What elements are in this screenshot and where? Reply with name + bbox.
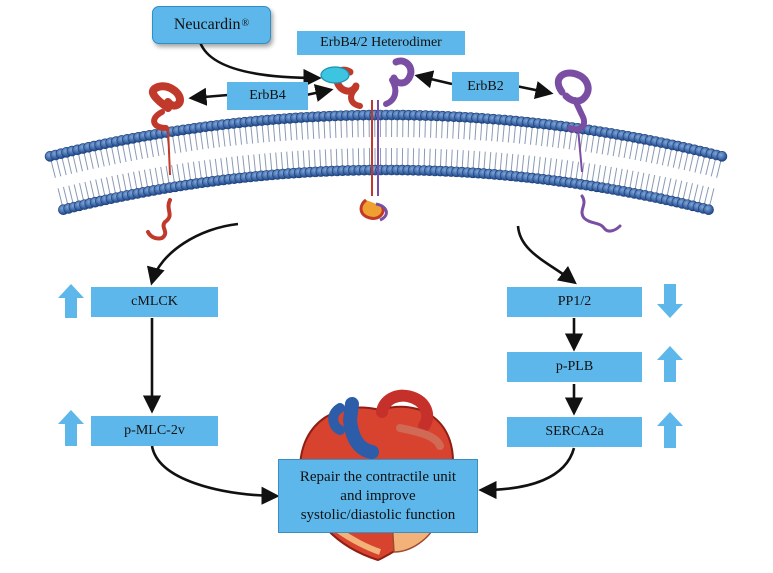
connector-arrows bbox=[142, 41, 584, 505]
heterodimer-label-box: ErbB4/2 Heterodimer bbox=[297, 31, 465, 55]
arrow-neucardin-to-ligand bbox=[198, 41, 322, 88]
serca2a-label: SERCA2a bbox=[545, 424, 604, 439]
arrow-erbb4-label-to-dimer bbox=[305, 84, 334, 102]
erbb2-label: ErbB2 bbox=[467, 78, 504, 94]
up-arrow-icon bbox=[657, 412, 683, 448]
neucardin-label: Neucardin bbox=[173, 16, 241, 33]
cmlck-label: cMLCK bbox=[131, 294, 178, 309]
outcome-line-1: Repair the contractile unit bbox=[299, 468, 457, 485]
pp12-label: PP1/2 bbox=[557, 294, 592, 309]
pmlc2v-box: p-MLC-2v bbox=[91, 416, 218, 446]
erbb4-label: ErbB4 bbox=[249, 88, 286, 103]
serca2a-box: SERCA2a bbox=[507, 417, 642, 447]
erbb2-receptor-right bbox=[554, 69, 622, 233]
arrow-erbb2-label-to-dimer bbox=[414, 70, 453, 89]
erbb4-receptor-left bbox=[146, 82, 185, 241]
outcome-line-2: and improve bbox=[340, 487, 416, 504]
arrow-erbb2-label-to-receptor bbox=[515, 81, 554, 99]
neucardin-ligand-ellipse bbox=[320, 66, 350, 84]
neucardin-box: Neucardin® bbox=[152, 6, 271, 44]
pmlc2v-label: p-MLC-2v bbox=[124, 423, 185, 438]
pplb-label: p-PLB bbox=[555, 359, 594, 374]
outcome-box: Repair the contractile unit and improve … bbox=[278, 459, 478, 533]
pp12-box: PP1/2 bbox=[507, 287, 642, 317]
up-arrow-icon bbox=[58, 410, 84, 446]
up-arrow-icon bbox=[58, 284, 84, 318]
registered-mark: ® bbox=[241, 17, 250, 29]
up-arrow-icon bbox=[657, 346, 683, 382]
down-arrow-icon bbox=[657, 284, 683, 318]
change-indicators bbox=[58, 284, 683, 448]
cmlck-box: cMLCK bbox=[91, 287, 218, 317]
arrow-serca-to-outcome bbox=[478, 447, 576, 500]
arrow-erbb4-label-to-receptor bbox=[188, 87, 229, 106]
pplb-box: p-PLB bbox=[507, 352, 642, 382]
erbb2-label-box: ErbB2 bbox=[452, 72, 519, 101]
erbb4-2-heterodimer bbox=[320, 57, 415, 222]
cell-membrane bbox=[44, 109, 728, 216]
arrow-membrane-to-pp12 bbox=[516, 225, 577, 285]
erbb4-label-box: ErbB4 bbox=[227, 82, 308, 110]
arrow-pmlc-to-outcome bbox=[150, 445, 280, 505]
outcome-line-3: systolic/diastolic function bbox=[300, 506, 456, 523]
arrow-membrane-to-cmlck bbox=[146, 222, 239, 286]
heterodimer-label: ErbB4/2 Heterodimer bbox=[320, 35, 442, 50]
